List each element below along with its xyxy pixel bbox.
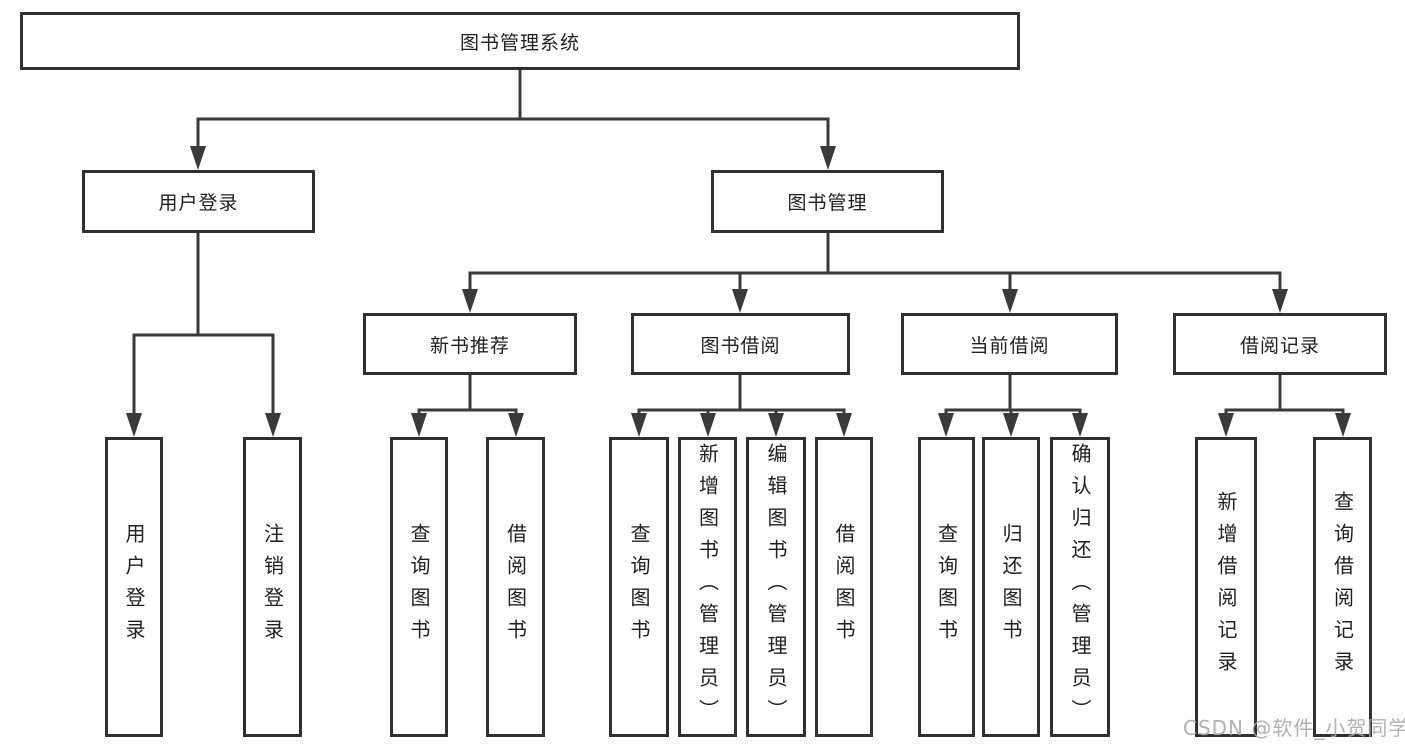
node-label: 注销登录 bbox=[260, 523, 285, 651]
csdn-watermark: CSDN @软件_小贺同学 bbox=[1183, 716, 1405, 740]
arrowhead bbox=[126, 413, 142, 437]
node-current-borrow: 当前借阅 bbox=[901, 313, 1118, 375]
node-leaf-logout: 注销登录 bbox=[243, 437, 302, 737]
node-label: 新书推荐 bbox=[429, 334, 510, 357]
node-leaf-confirm-return-admin: 确认归还（管理员） bbox=[1050, 437, 1110, 737]
arrowhead bbox=[1335, 413, 1351, 437]
node-label: 查询图书 bbox=[627, 523, 651, 651]
node-leaf-add-book-admin: 新增图书（管理员） bbox=[678, 437, 737, 737]
arrowhead bbox=[1272, 289, 1288, 313]
arrowhead bbox=[1218, 413, 1234, 437]
node-label: 当前借阅 bbox=[969, 334, 1050, 357]
arrowhead bbox=[190, 146, 206, 170]
node-leaf-borrow-book-1: 借阅图书 bbox=[486, 437, 545, 737]
arrowhead bbox=[1002, 289, 1018, 313]
arrowhead bbox=[820, 146, 836, 170]
node-leaf-edit-book-admin: 编辑图书（管理员） bbox=[746, 437, 806, 737]
arrowhead bbox=[1072, 413, 1088, 437]
node-label: 借阅记录 bbox=[1239, 334, 1320, 357]
node-label: 新增借阅记录 bbox=[1214, 491, 1238, 683]
node-leaf-borrow-book-2: 借阅图书 bbox=[815, 437, 873, 737]
arrowhead bbox=[700, 413, 716, 437]
node-leaf-return-book: 归还图书 bbox=[982, 437, 1040, 737]
arrowhead bbox=[768, 413, 784, 437]
node-label: 查询图书 bbox=[407, 523, 431, 651]
node-label: 借阅图书 bbox=[832, 523, 856, 651]
node-label: 确认归还（管理员） bbox=[1068, 443, 1092, 731]
arrowhead bbox=[732, 289, 748, 313]
node-leaf-user-login: 用户登录 bbox=[105, 437, 163, 737]
arrowhead bbox=[508, 413, 524, 437]
node-book-management: 图书管理 bbox=[711, 170, 944, 233]
node-label: 图书借阅 bbox=[700, 334, 781, 357]
arrowhead bbox=[462, 289, 478, 313]
arrowhead bbox=[836, 413, 852, 437]
arrowhead bbox=[631, 413, 647, 437]
node-label: 图书管理 bbox=[787, 192, 868, 214]
node-book-borrow: 图书借阅 bbox=[631, 313, 850, 375]
node-label: 用户登录 bbox=[122, 523, 146, 651]
node-label: 查询图书 bbox=[934, 523, 959, 651]
node-label: 图书管理系统 bbox=[459, 31, 580, 54]
arrowhead bbox=[265, 413, 281, 437]
arrowheads bbox=[126, 146, 1351, 437]
node-label: 借阅图书 bbox=[503, 523, 528, 651]
node-label: 编辑图书（管理员） bbox=[764, 443, 788, 731]
arrowhead bbox=[938, 413, 954, 437]
node-label: 归还图书 bbox=[999, 523, 1023, 651]
node-new-book-recommend: 新书推荐 bbox=[363, 313, 577, 375]
node-label: 用户登录 bbox=[158, 192, 239, 214]
node-leaf-query-borrow-record: 查询借阅记录 bbox=[1313, 437, 1372, 737]
node-label: 新增图书（管理员） bbox=[695, 443, 720, 731]
arrowhead bbox=[1003, 413, 1019, 437]
node-leaf-add-borrow-record: 新增借阅记录 bbox=[1195, 437, 1257, 737]
arrowhead bbox=[411, 413, 427, 437]
node-label: 查询借阅记录 bbox=[1330, 491, 1355, 683]
node-root-system: 图书管理系统 bbox=[20, 12, 1020, 70]
node-user-login: 用户登录 bbox=[82, 170, 315, 233]
node-borrow-record: 借阅记录 bbox=[1173, 313, 1387, 375]
node-leaf-query-book-3: 查询图书 bbox=[918, 437, 975, 737]
node-leaf-query-book-1: 查询图书 bbox=[390, 437, 448, 737]
node-leaf-query-book-2: 查询图书 bbox=[609, 437, 669, 737]
